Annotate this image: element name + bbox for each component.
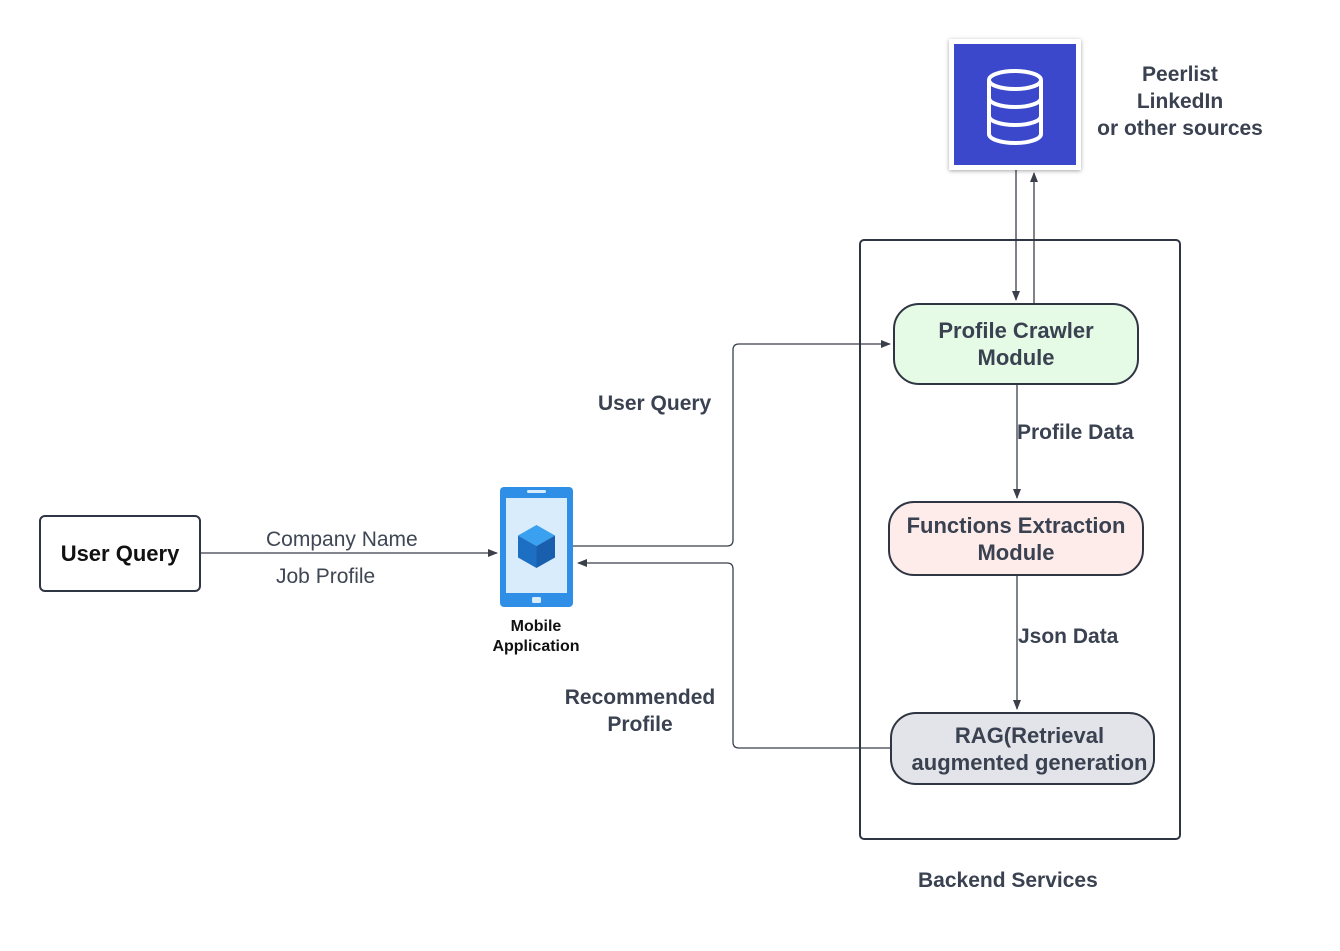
backend-services-container xyxy=(859,239,1181,840)
json-data-label: Json Data xyxy=(1018,625,1119,648)
user-query-box-label: User Query xyxy=(60,540,180,566)
job-profile-label: Job Profile xyxy=(276,565,376,588)
cube-icon xyxy=(518,525,555,568)
recommended-line1: Recommended xyxy=(564,686,716,709)
recommended-line2: Profile xyxy=(607,713,673,736)
database-node[interactable] xyxy=(949,39,1081,170)
edge-rag-to-app xyxy=(577,559,890,749)
phone-graphic xyxy=(500,487,573,607)
source-line3: or other sources xyxy=(1097,117,1263,140)
crawler-line1: Profile Crawler xyxy=(938,318,1094,343)
mobile-label-line2: Application xyxy=(492,638,580,655)
user-query-box[interactable]: User Query xyxy=(39,515,201,592)
extraction-line2: Module xyxy=(977,539,1055,565)
crawler-line2: Module xyxy=(977,345,1055,370)
functions-extraction-module[interactable]: Functions Extraction Module xyxy=(888,501,1144,576)
profile-data-label: Profile Data xyxy=(1017,421,1134,444)
rag-module[interactable]: RAG(Retrieval augmented generation xyxy=(890,712,1155,785)
database-tile xyxy=(954,44,1076,165)
profile-crawler-module[interactable]: Profile Crawler Module xyxy=(893,303,1139,385)
mobile-phone-icon[interactable] xyxy=(499,486,574,608)
source-line2: LinkedIn xyxy=(1136,90,1224,113)
mobile-label-line1: Mobile xyxy=(510,618,562,635)
edge-app-to-crawler xyxy=(573,340,891,547)
data-sources-label: Peerlist LinkedIn or other sources xyxy=(1085,61,1275,142)
database-icon xyxy=(987,69,1043,145)
recommended-profile-label: Recommended Profile xyxy=(548,684,732,738)
company-name-label: Company Name xyxy=(266,528,418,551)
extraction-line1: Functions Extraction xyxy=(906,512,1126,538)
backend-services-label: Backend Services xyxy=(918,869,1098,892)
source-line1: Peerlist xyxy=(1142,63,1218,86)
rag-line2: augmented generation xyxy=(911,749,1148,775)
mobile-application-label: Mobile Application xyxy=(470,617,602,657)
user-query-edge-label: User Query xyxy=(598,392,712,415)
rag-line1: RAG(Retrieval xyxy=(954,722,1105,748)
